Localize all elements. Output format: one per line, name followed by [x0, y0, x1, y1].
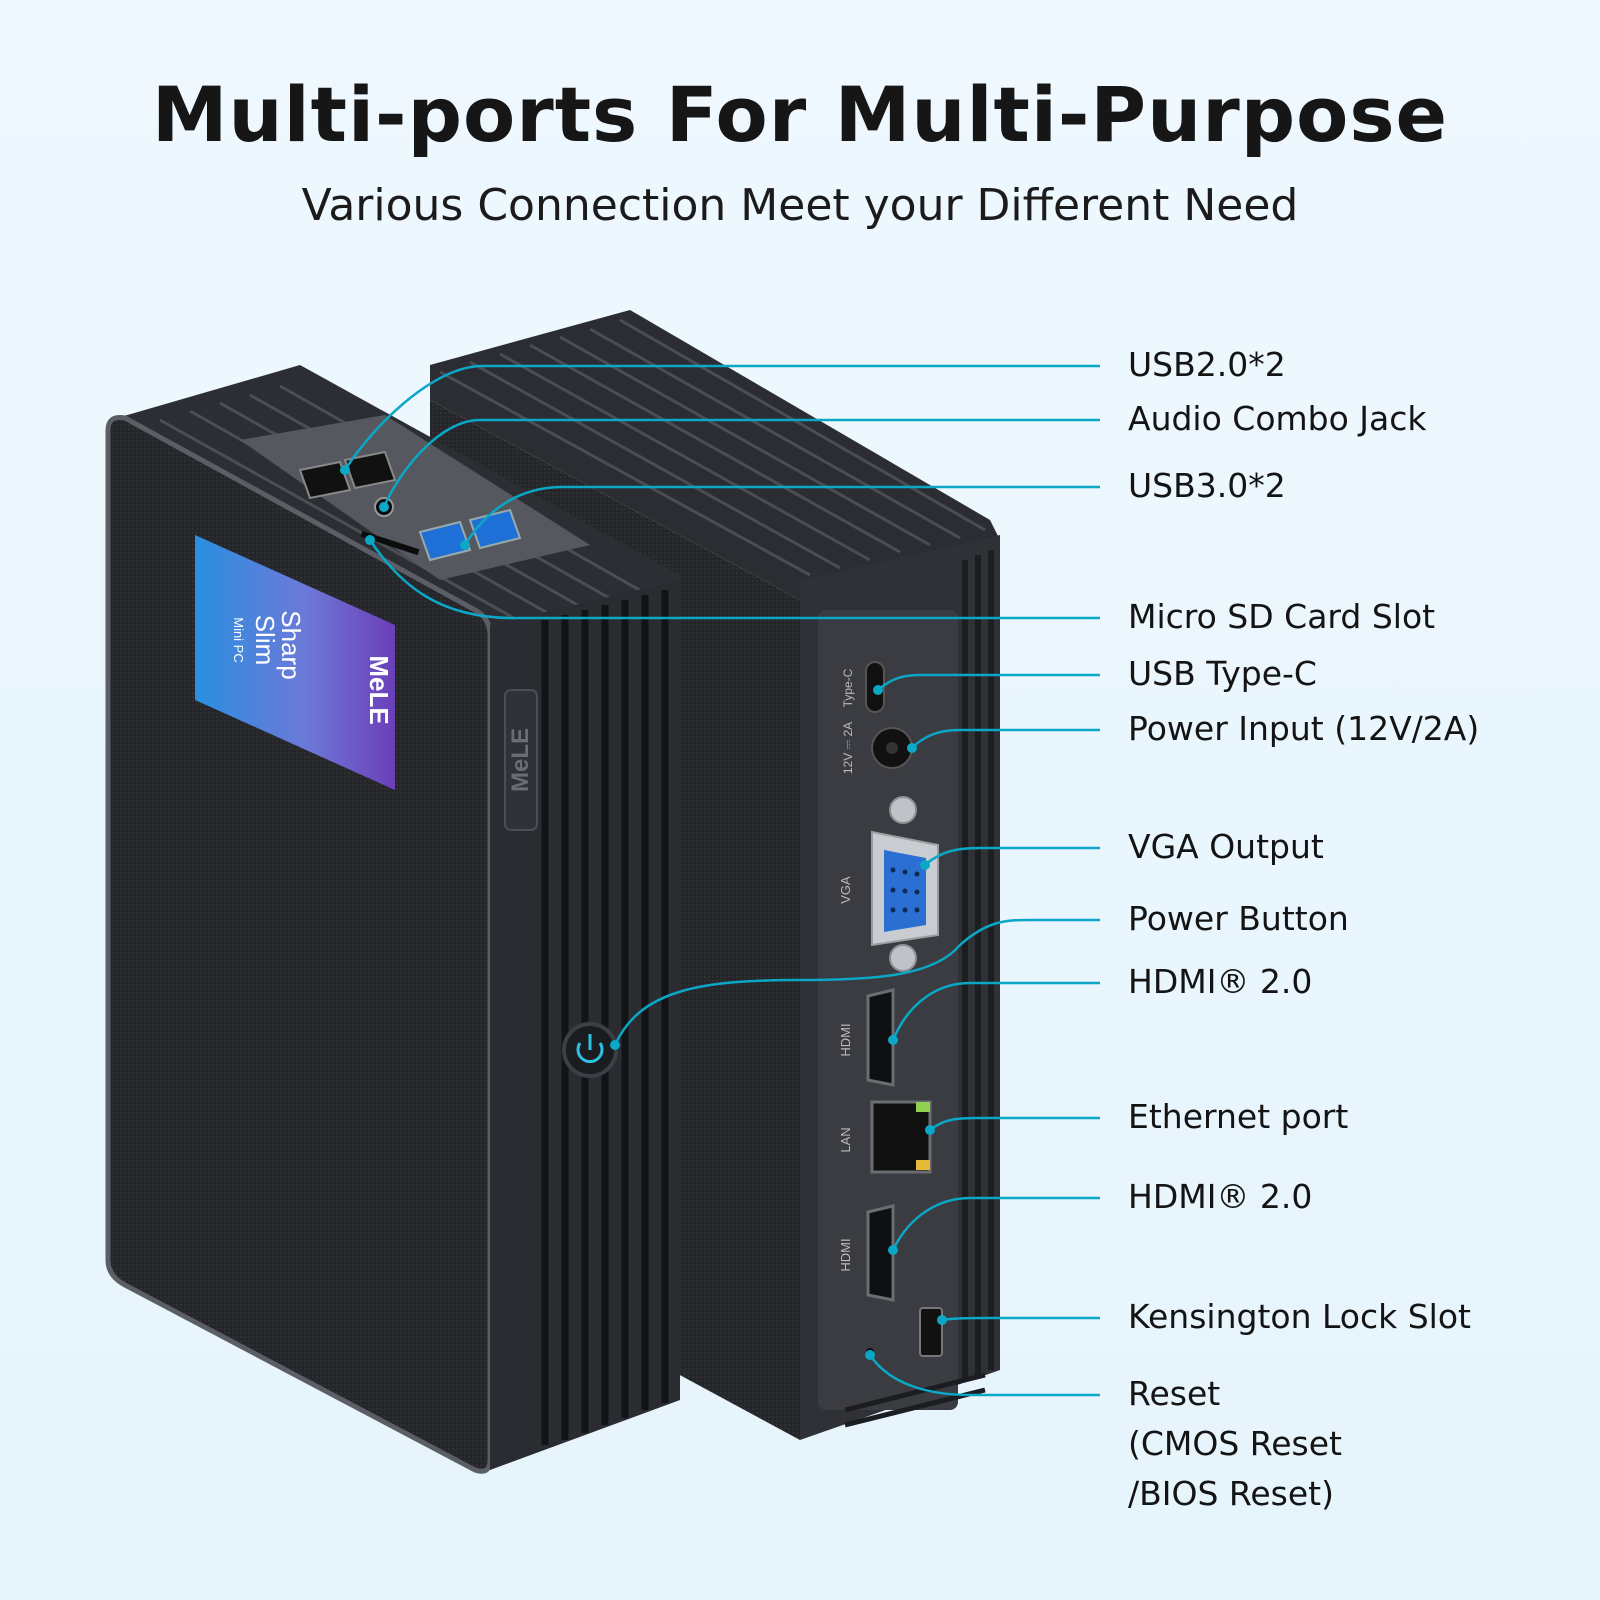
usb2-port-2	[343, 450, 397, 490]
sticker-brand: MeLE	[364, 655, 394, 724]
usb3-port-1	[418, 520, 472, 562]
power-icon	[576, 1042, 604, 1064]
vga-screw-bottom	[889, 944, 917, 972]
kensington-lock-slot	[919, 1307, 943, 1357]
callout-label-reset-cmos: (CMOS Reset	[1128, 1424, 1342, 1463]
callout-label-microsd: Micro SD Card Slot	[1128, 597, 1436, 636]
power-input-pin	[886, 742, 898, 754]
sticker-line-minipc: Mini PC	[231, 617, 246, 663]
callout-line-vga	[924, 846, 1100, 866]
callout-line-power-button	[613, 918, 1100, 1046]
rear-unit: Type-C 12V ⎓ 2A VGA HDMI LAN	[430, 310, 1000, 1440]
front-unit: MeLE MeLE Sharp Slim Mini PC	[105, 365, 680, 1474]
callout-line-microsd	[368, 539, 1100, 620]
page-title: Multi-ports For Multi-Purpose	[151, 70, 1449, 159]
callout-lines	[343, 364, 1100, 1397]
callout-line-hdmi-1	[891, 981, 1100, 1041]
callout-dots	[340, 465, 947, 1360]
usb3-port-2	[468, 508, 522, 550]
vga-pins	[890, 867, 920, 913]
sticker-background	[195, 535, 395, 790]
callout-line-usb2	[343, 364, 1100, 471]
hdmi-port-1-label: HDMI	[838, 1023, 853, 1056]
callout-label-typec: USB Type-C	[1128, 654, 1317, 693]
hdmi-port-2-label: HDMI	[838, 1238, 853, 1271]
callout-label-ethernet: Ethernet port	[1128, 1097, 1349, 1136]
callout-line-ethernet	[929, 1116, 1100, 1131]
product-sticker: MeLE Sharp Slim Mini PC	[195, 535, 395, 790]
rear-side-fins	[962, 550, 994, 1380]
callout-label-hdmi-2: HDMI® 2.0	[1128, 1177, 1313, 1216]
callout-label-audio: Audio Combo Jack	[1128, 399, 1427, 438]
callout-label-vga: VGA Output	[1128, 827, 1324, 866]
type-c-port-label: Type-C	[841, 668, 855, 707]
callout-label-reset-bios: /BIOS Reset)	[1128, 1474, 1334, 1513]
callout-label-power-input: Power Input (12V/2A)	[1128, 709, 1480, 748]
sticker-line-slim: Slim	[250, 615, 280, 666]
hdmi-port-1	[866, 988, 895, 1087]
callout-label-reset: Reset	[1128, 1374, 1221, 1413]
callout-line-hdmi-2	[891, 1196, 1100, 1251]
vga-screw-top	[889, 796, 917, 824]
lan-led-amber	[916, 1160, 930, 1170]
callout-label-kensington: Kensington Lock Slot	[1128, 1297, 1471, 1336]
callout-label-power-button: Power Button	[1128, 899, 1349, 938]
page-subtitle: Various Connection Meet your Different N…	[301, 180, 1299, 231]
side-brand-logo: MeLE	[507, 728, 534, 792]
front-side-fins	[541, 590, 669, 1445]
lan-port-label: LAN	[838, 1127, 853, 1152]
sticker-line-sharp: Sharp	[276, 610, 306, 679]
usb2-port-1	[298, 460, 352, 500]
callout-label-hdmi-1: HDMI® 2.0	[1128, 962, 1313, 1001]
callout-line-usb3	[463, 485, 1100, 546]
callout-label-usb3: USB3.0*2	[1128, 466, 1286, 505]
rear-top-fins	[439, 318, 986, 577]
power-port-label: 12V ⎓ 2A	[841, 722, 855, 774]
callout-line-audio	[382, 418, 1100, 508]
vga-port-label: VGA	[838, 876, 853, 904]
side-logo-plate	[504, 689, 538, 831]
callout-label-usb2: USB2.0*2	[1128, 345, 1286, 384]
callout-line-reset	[868, 1354, 1100, 1397]
lan-led-green	[916, 1102, 930, 1112]
callout-line-power-input	[911, 728, 1100, 749]
micro-sd-slot	[360, 530, 420, 556]
hdmi-port-2	[866, 1204, 895, 1302]
